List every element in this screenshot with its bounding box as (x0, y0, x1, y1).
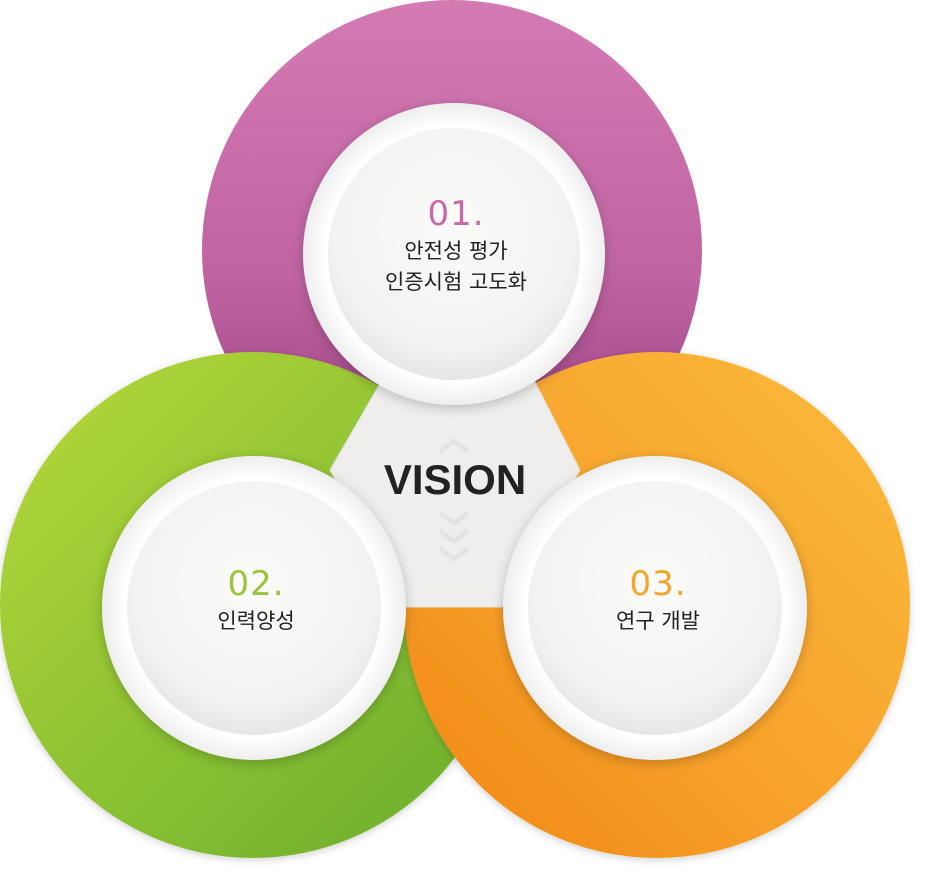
item-01-number: 01. (427, 194, 485, 234)
item-01-label: 01. 안전성 평가 인증시험 고도화 (385, 194, 527, 298)
item-02-label: 02. 인력양성 (217, 564, 294, 637)
item-01-line-1: 안전성 평가 (404, 239, 508, 263)
item-03-number: 03. (629, 564, 687, 604)
inner-circle-03 (503, 456, 807, 760)
item-03-label: 03. 연구 개발 (616, 564, 700, 637)
item-02-line-1: 인력양성 (217, 609, 295, 633)
item-02-number: 02. (227, 564, 285, 604)
inner-circle-01 (303, 103, 605, 405)
inner-circle-02 (102, 456, 406, 760)
item-03-line-1: 연구 개발 (616, 609, 700, 633)
chevron-down-icon (440, 438, 468, 562)
item-01-line-2: 인증시험 고도화 (385, 270, 527, 294)
vision-title: VISION (383, 456, 527, 503)
